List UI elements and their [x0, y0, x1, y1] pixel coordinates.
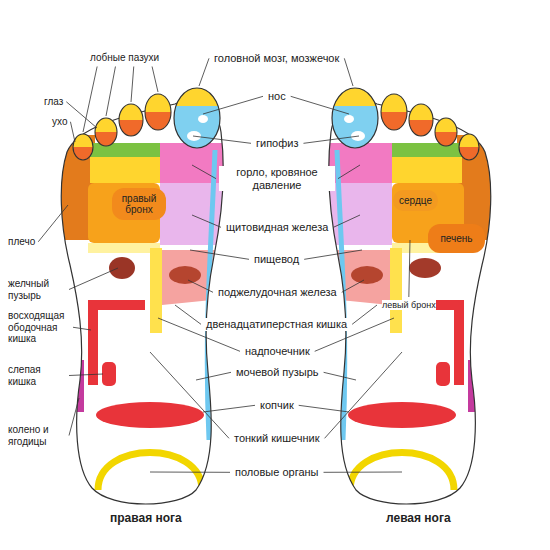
zone-label: глаз	[44, 96, 63, 108]
right-foot	[50, 84, 230, 504]
leader-line	[333, 215, 360, 227]
zone-label: лобные пазухи	[88, 52, 161, 64]
leader-line	[131, 67, 134, 103]
toe	[73, 134, 93, 160]
leader-line	[324, 372, 356, 380]
toe-outline	[95, 118, 117, 146]
leader-line	[196, 372, 231, 380]
leader-line	[338, 165, 360, 179]
foot-title: левая нога	[384, 512, 453, 526]
thyroid-zone	[160, 183, 230, 245]
leader-line	[152, 67, 158, 93]
leader-line	[344, 58, 353, 86]
caecum-zone	[102, 362, 116, 386]
leader-line	[69, 398, 79, 436]
zone-label: мочевой пузырь	[234, 366, 321, 379]
leader-line	[304, 250, 362, 259]
leader-line	[409, 240, 410, 297]
big-toe-tip	[170, 84, 224, 106]
organ-zone: правый бронх	[112, 188, 166, 220]
zone-label: левый бронх	[382, 300, 436, 310]
coccyx-zone	[96, 402, 204, 428]
leader-line	[342, 280, 364, 292]
zone-fill	[112, 188, 166, 220]
leader-line	[325, 352, 402, 438]
leader-line	[106, 67, 115, 117]
zone-label: поджелудочная железа	[216, 286, 339, 299]
toe-zone	[95, 132, 117, 146]
toe	[145, 94, 171, 130]
zone-label: двенадцатиперстная кишка	[204, 318, 349, 331]
zone-label: надпочечник	[243, 345, 312, 358]
zone-label: печень	[440, 233, 473, 244]
big-toe-outline	[174, 88, 220, 148]
zone-label: желчный пузырь	[8, 278, 66, 301]
leader-line	[150, 472, 230, 473]
organ-zone: сердце	[393, 190, 438, 211]
zone-label: ухо	[52, 116, 67, 128]
zone-fill	[428, 224, 485, 253]
leader-line	[352, 305, 377, 324]
leader-line	[70, 122, 75, 142]
leader-line	[69, 374, 103, 376]
colon-zone	[93, 305, 145, 385]
leader-line	[192, 215, 221, 227]
stomach-zone	[409, 258, 441, 278]
yellow-zone	[90, 157, 170, 183]
zone-label: плечо	[8, 236, 35, 248]
foot-title: правая нога	[108, 512, 184, 526]
zone-label: колено и ягодицы	[8, 424, 66, 447]
duodenum-zone	[169, 266, 201, 284]
zone-label: тонкий кишечник	[232, 432, 322, 445]
leader-line	[303, 136, 359, 143]
leader-line	[192, 165, 216, 179]
zone-label: горло, кровяное давление	[219, 166, 335, 191]
leader-line	[324, 472, 402, 473]
left-foot	[322, 84, 502, 504]
leader-line	[73, 327, 91, 330]
leader-line	[38, 205, 68, 242]
zone-label: восходящая ободочная кишка	[8, 310, 70, 345]
zone-label: правый бронх	[117, 193, 161, 215]
toe	[95, 118, 117, 146]
leader-line	[203, 405, 255, 412]
leader-line	[188, 280, 213, 292]
organ-zone: печень	[428, 224, 485, 253]
zone-label: сердце	[399, 195, 432, 206]
toe-zone	[73, 147, 93, 160]
leader-line	[193, 136, 251, 143]
toe-outline	[119, 104, 143, 136]
zone-label: щитовидная железа	[224, 221, 330, 234]
zone-label: половые органы	[233, 466, 321, 479]
leader-line	[199, 58, 209, 86]
leader-line	[69, 268, 118, 290]
genital-zone	[98, 453, 202, 491]
zone-label: слепая кишка	[8, 364, 66, 387]
zone-label: головной мозг, мозжечок	[212, 52, 341, 65]
leader-line	[175, 305, 201, 324]
adrenal-zone	[150, 248, 162, 333]
zone-label: нос	[266, 90, 288, 103]
zone-label: копчик	[258, 399, 296, 412]
nose-spot	[198, 115, 208, 123]
leader-line	[190, 250, 249, 259]
toe	[119, 104, 143, 136]
toe-outline	[73, 134, 93, 160]
leader-line	[299, 405, 349, 412]
zone-fill	[393, 190, 438, 211]
leader-line	[150, 352, 229, 438]
pale-zone	[88, 243, 160, 253]
leader-line	[203, 96, 263, 114]
gallbladder-zone	[109, 257, 135, 279]
zone-label: гипофиз	[254, 137, 300, 150]
sole-outline	[61, 100, 223, 504]
leader-line	[291, 96, 349, 114]
toe-zone	[145, 112, 171, 130]
toe-zone	[119, 120, 143, 136]
zone-label: пищевод	[252, 253, 301, 266]
toe-outline	[145, 94, 171, 130]
